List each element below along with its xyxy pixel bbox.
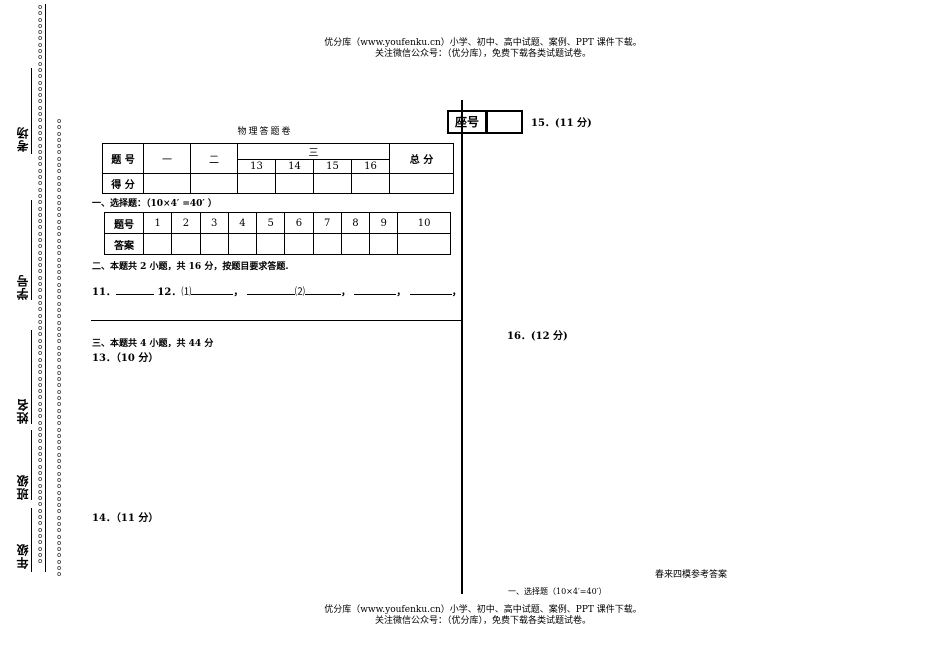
q12-part2-label: ⑵ (294, 287, 305, 298)
comma-3: ， (396, 287, 407, 298)
xuehao-line (31, 200, 32, 300)
q12-blank-5[interactable] (409, 294, 452, 295)
score-cell-13[interactable] (237, 173, 276, 194)
score-cell-16[interactable] (351, 173, 390, 194)
section-2-heading: 二、本题共 2 小题，共 16 分，按题目要求答题. (92, 262, 289, 272)
page-title: 物理答题卷 (237, 127, 293, 137)
choice-answer-7[interactable] (312, 233, 342, 255)
score-zongfen: 总 分 (389, 143, 454, 174)
score-table: 题 号 一 二 三 总 分 13 14 15 16 得 分 (102, 143, 454, 194)
choice-num-5: 5 (255, 212, 286, 234)
question-16: 16．(12 分) (507, 331, 568, 342)
q12-part1-label: ⑴ (181, 287, 192, 298)
kaochang-line (31, 68, 32, 154)
q12-blank-3[interactable] (304, 294, 341, 295)
binding-label-xuehao: 学号 (16, 274, 30, 300)
choice-tihao: 题号 (104, 212, 144, 234)
score-er: 二 (190, 143, 238, 174)
score-cell-er[interactable] (190, 173, 238, 194)
binding-label-banji: 班级 (16, 474, 30, 500)
choice-num-3: 3 (199, 212, 229, 234)
choice-answer-1[interactable] (142, 233, 173, 255)
choice-num-10: 10 (397, 212, 451, 234)
fill-line: 11． 12．⑴ ， ⑵ ， ， ， (92, 283, 462, 299)
binding-circles-outer: o o o o o o o o o o o o o o o o o o o o … (38, 3, 43, 566)
comma-1: ， (233, 287, 244, 298)
page-divider (461, 100, 463, 594)
q11-blank[interactable] (115, 294, 154, 295)
score-yi: 一 (143, 143, 191, 174)
comma-4: ， (451, 287, 462, 298)
q12-blank-1[interactable] (191, 294, 234, 295)
score-tihao: 题 号 (102, 143, 144, 174)
footer-line-1: 优分库（www.youfenku.cn）小学、初中、高中试题、案例、PPT 课件… (324, 605, 642, 615)
choice-answer-6[interactable] (284, 233, 314, 255)
xingming-line (31, 330, 32, 424)
score-sub-13: 13 (237, 159, 276, 174)
score-sub-16: 16 (351, 159, 390, 174)
choice-answer-8[interactable] (340, 233, 371, 255)
q12-label: 12． (157, 287, 182, 298)
question-13: 13．（10 分） (92, 353, 159, 364)
choice-num-2: 2 (171, 212, 201, 234)
question-14: 14．（11 分） (92, 513, 159, 524)
q12-blank-4[interactable] (354, 294, 397, 295)
binding-line (45, 4, 46, 572)
section-1-heading: 一、选择题：（10×4′ =40′ ） (92, 199, 217, 209)
choice-num-1: 1 (142, 212, 173, 234)
score-san: 三 (237, 143, 390, 160)
header-line-1: 优分库（www.youfenku.cn）小学、初中、高中试题、案例、PPT 课件… (324, 38, 642, 48)
answer-key-section-1: 一、选择题（10×4′=40′） (508, 587, 607, 596)
comma-2: ， (340, 287, 351, 298)
footer-line-2: 关注微信公众号：（优分库），免费下载各类试题试卷。 (374, 616, 591, 626)
choice-num-9: 9 (368, 212, 399, 234)
section-divider (91, 320, 461, 321)
q11-label: 11． (92, 287, 116, 298)
choice-num-4: 4 (227, 212, 258, 234)
choice-answer-3[interactable] (199, 233, 229, 255)
binding-label-xingming: 姓名 (16, 398, 30, 424)
binding-circles-inner: o o o o o o o o o o o o o o o o o o o o … (57, 117, 62, 579)
header-line-2: 关注微信公众号：（优分库），免费下载各类试题试卷。 (374, 49, 591, 59)
banji-line (31, 430, 32, 500)
score-defen: 得 分 (102, 173, 144, 194)
binding-label-nianji: 年级 (16, 543, 30, 569)
choice-num-6: 6 (284, 212, 314, 234)
q12-blank-2[interactable] (246, 294, 295, 295)
seat-label: 座号 (447, 110, 487, 134)
choice-answer-4[interactable] (227, 233, 258, 255)
binding-label-kaochang: 考场 (16, 126, 30, 152)
score-cell-14[interactable] (275, 173, 314, 194)
choice-answer-2[interactable] (171, 233, 201, 255)
choice-answer-9[interactable] (368, 233, 399, 255)
choice-num-8: 8 (340, 212, 371, 234)
seat-input[interactable] (486, 110, 523, 134)
score-sub-14: 14 (275, 159, 314, 174)
score-cell-15[interactable] (313, 173, 352, 194)
answer-key-title: 春来四模参考答案 (655, 570, 728, 580)
section-3-heading: 三、本题共 4 小题，共 44 分 (92, 339, 214, 349)
nianji-line (31, 508, 32, 572)
score-cell-yi[interactable] (143, 173, 191, 194)
question-15: 15．(11 分) (531, 118, 592, 129)
score-cell-total[interactable] (389, 173, 454, 194)
score-sub-15: 15 (313, 159, 352, 174)
choice-table: 题号 1 2 3 4 5 6 7 8 9 10 答案 (104, 212, 451, 255)
choice-answer-5[interactable] (255, 233, 286, 255)
choice-num-7: 7 (312, 212, 342, 234)
choice-daan: 答案 (104, 233, 144, 255)
choice-answer-10[interactable] (397, 233, 451, 255)
